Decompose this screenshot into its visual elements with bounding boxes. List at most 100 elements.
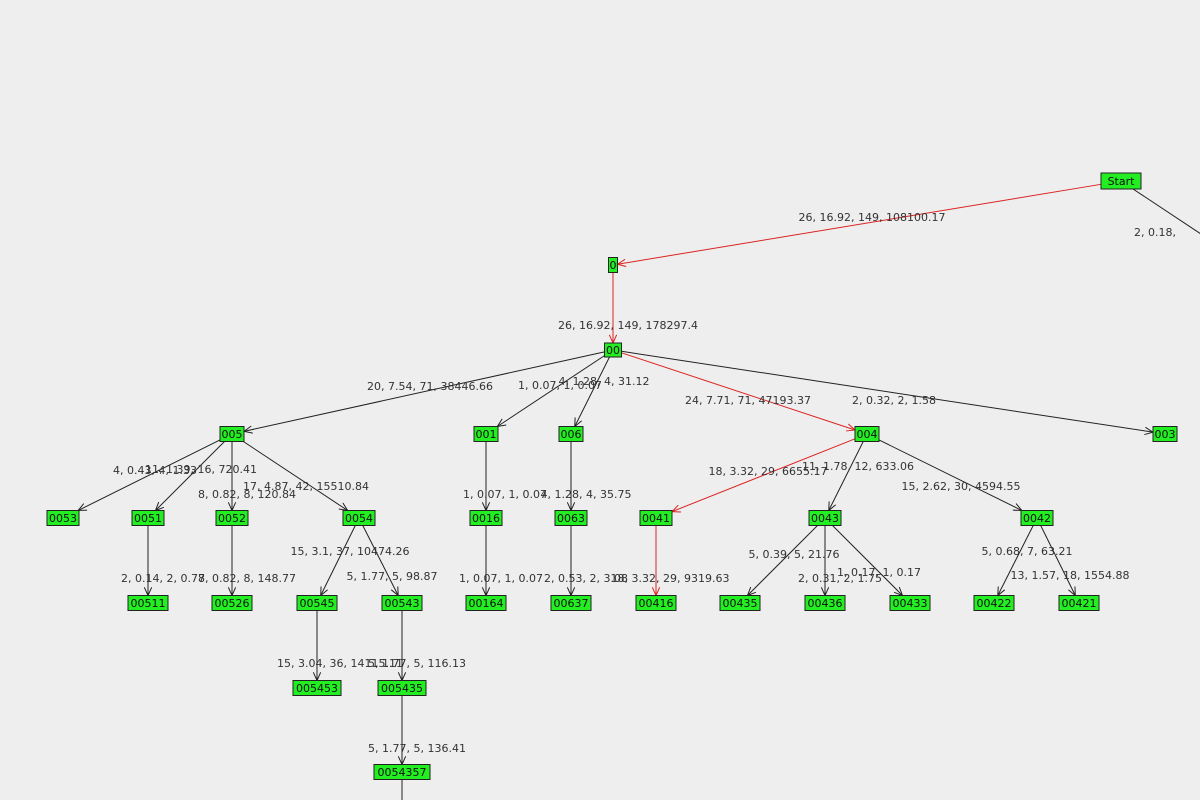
node-box[interactable] [973,595,1015,611]
node-label: 0016 [472,512,500,525]
node-0042[interactable]: 0042 [1020,510,1054,526]
edge-n0041-n00416 [651,525,661,597]
node-Start[interactable]: Start [1100,172,1142,190]
node-0043[interactable]: 0043 [808,510,842,526]
edge-n0054-n00545 [320,525,356,597]
node-003[interactable]: 003 [1152,426,1178,442]
node-box[interactable] [1058,595,1100,611]
node-label: 00 [606,344,620,357]
node-005453[interactable]: 005453 [292,680,342,696]
node-label: 00545 [300,597,335,610]
edge-labels-layer: 26, 16.92, 149, 108100.172, 0.18,26, 16.… [113,211,1176,755]
node-00545[interactable]: 00545 [296,595,338,611]
node-00526[interactable]: 00526 [211,595,253,611]
node-label: 0043 [811,512,839,525]
node-box[interactable] [808,510,842,526]
edge-n0-n00 [608,272,618,345]
node-00416[interactable]: 00416 [635,595,677,611]
node-box[interactable] [608,257,618,273]
node-box[interactable] [1100,172,1142,190]
node-006[interactable]: 006 [558,426,584,442]
node-box[interactable] [377,680,427,696]
node-label: 0041 [642,512,670,525]
node-box[interactable] [465,595,507,611]
node-box[interactable] [473,426,499,442]
node-box[interactable] [292,680,342,696]
edge-n0054-n00543 [362,525,399,597]
node-00433[interactable]: 00433 [889,595,931,611]
node-0051[interactable]: 0051 [131,510,165,526]
node-label: 0063 [557,512,585,525]
node-0052[interactable]: 0052 [215,510,249,526]
node-label: 00421 [1062,597,1097,610]
node-0053[interactable]: 0053 [46,510,80,526]
edge-label: 5, 0.68, 7, 63.21 [982,545,1073,558]
node-00422[interactable]: 00422 [973,595,1015,611]
edge-line [828,441,864,511]
node-005[interactable]: 005 [219,426,245,442]
node-box[interactable] [719,595,761,611]
node-0054357[interactable]: 0054357 [373,764,431,780]
node-box[interactable] [46,510,80,526]
node-box[interactable] [639,510,673,526]
edge-n004-n0042 [878,439,1023,512]
node-00435[interactable]: 00435 [719,595,761,611]
node-box[interactable] [550,595,592,611]
node-00637[interactable]: 00637 [550,595,592,611]
node-0016[interactable]: 0016 [469,510,503,526]
node-label: 00422 [977,597,1012,610]
node-00164[interactable]: 00164 [465,595,507,611]
node-box[interactable] [131,510,165,526]
node-0[interactable]: 0 [608,257,618,273]
node-label: 0051 [134,512,162,525]
node-00[interactable]: 00 [604,342,622,358]
node-box[interactable] [211,595,253,611]
node-label: 0054357 [378,766,427,779]
edge-label: 11, 1.39, 16, 720.41 [145,463,257,476]
node-box[interactable] [854,426,880,442]
node-box[interactable] [469,510,503,526]
node-box[interactable] [604,342,622,358]
node-box[interactable] [889,595,931,611]
edge-label: 4, 1.28, 4, 31.12 [559,375,650,388]
node-00511[interactable]: 00511 [127,595,169,611]
node-0041[interactable]: 0041 [639,510,673,526]
node-00436[interactable]: 00436 [804,595,846,611]
edge-label: 26, 16.92, 149, 178297.4 [558,319,698,332]
edge-Start-n0 [616,183,1102,268]
node-box[interactable] [804,595,846,611]
edge-line [878,439,1023,511]
edge-Start-offscreen [1132,188,1200,234]
node-00421[interactable]: 00421 [1058,595,1100,611]
node-box[interactable] [373,764,431,780]
edge-line [574,356,610,427]
edge-label: 20, 7.54, 71, 38446.66 [367,380,493,393]
node-box[interactable] [381,595,423,611]
node-box[interactable] [296,595,338,611]
node-005435[interactable]: 005435 [377,680,427,696]
node-001[interactable]: 001 [473,426,499,442]
node-label: 00164 [469,597,504,610]
edge-label: 1, 0.07, 1, 0.07 [459,572,543,585]
node-box[interactable] [558,426,584,442]
node-box[interactable] [342,510,376,526]
node-box[interactable] [635,595,677,611]
node-box[interactable] [1152,426,1178,442]
node-004[interactable]: 004 [854,426,880,442]
node-0063[interactable]: 0063 [554,510,588,526]
node-box[interactable] [1020,510,1054,526]
node-box[interactable] [215,510,249,526]
node-box[interactable] [219,426,245,442]
edge-label: 5, 1.77, 5, 98.87 [347,570,438,583]
edge-n00545-n005453 [312,610,322,682]
edge-label: 2, 0.31, 2, 1.75 [798,572,882,585]
edge-label: 5, 0.39, 5, 21.76 [749,548,840,561]
node-box[interactable] [554,510,588,526]
edge-n0016-n00164 [481,525,491,597]
node-label: 00416 [639,597,674,610]
node-00543[interactable]: 00543 [381,595,423,611]
node-0054[interactable]: 0054 [342,510,376,526]
node-box[interactable] [127,595,169,611]
edge-label: 1, 0.07, 1, 0.07 [518,379,602,392]
